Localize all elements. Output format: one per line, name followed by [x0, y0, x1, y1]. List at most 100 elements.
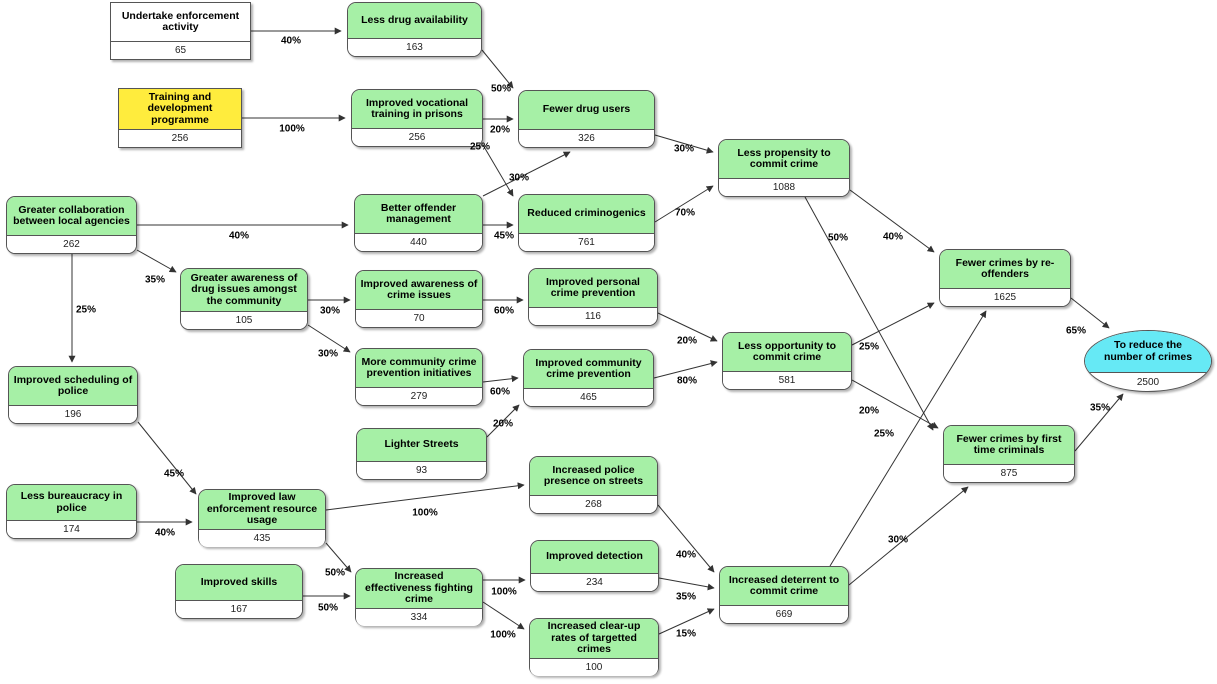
edge-label-n26-to-n13: 25%: [873, 428, 895, 440]
node-title: Improved personal crime prevention: [529, 269, 657, 307]
edge-label-n17-to-n22: 45%: [163, 468, 185, 480]
node-title: Training and development programme: [119, 89, 241, 129]
node-title: Improved scheduling of police: [9, 367, 137, 405]
node-value: 70: [356, 309, 482, 327]
node-title: Improved detection: [531, 541, 658, 573]
node-value: 875: [944, 464, 1074, 482]
edge-label-n23-to-n24: 50%: [317, 602, 339, 614]
node-value: 100: [530, 657, 658, 676]
node-title: Less propensity to commit crime: [719, 140, 849, 178]
node-value: 334: [356, 607, 482, 626]
edge-label-n06-to-n13: 40%: [882, 231, 904, 243]
edge-label-n01-to-n02: 40%: [280, 35, 302, 47]
node-title: Increased deterrent to commit crime: [720, 567, 848, 605]
node-value: 1088: [719, 178, 849, 196]
edge-n13-to-g1: [1070, 297, 1110, 329]
edge-label-n03-to-n04: 100%: [279, 123, 305, 135]
edge-label-n27-to-n26: 15%: [675, 628, 697, 640]
node-n27[interactable]: Increased clear-up rates of targetted cr…: [529, 618, 659, 676]
edge-label-n19-to-g1: 35%: [1089, 402, 1111, 414]
node-value: 174: [7, 520, 136, 538]
edge-label-n18-to-n16: 20%: [492, 418, 514, 430]
edge-n26-to-n19: [848, 486, 969, 586]
node-value: 163: [348, 38, 481, 56]
edge-n22-to-n20: [325, 482, 525, 511]
edge-label-n26-to-n19: 30%: [887, 534, 909, 546]
node-value: 581: [723, 371, 851, 389]
node-title: Increased police presence on streets: [530, 457, 657, 495]
node-title: Less opportunity to commit crime: [723, 333, 851, 371]
node-value: 65: [111, 41, 250, 59]
node-value: 196: [9, 405, 137, 423]
edge-label-n25-to-n26: 35%: [675, 591, 697, 603]
node-value: 167: [176, 600, 302, 618]
node-value: 1625: [940, 288, 1070, 306]
node-title: Reduced criminogenics: [519, 195, 654, 233]
edge-label-n22-to-n20: 100%: [412, 507, 438, 519]
node-value: 326: [519, 129, 654, 147]
edge-label-n07-to-n08: 40%: [228, 230, 250, 242]
node-value: 465: [524, 388, 653, 406]
node-title: Fewer crimes by re-offenders: [940, 250, 1070, 288]
edge-n06-to-n13: [849, 189, 935, 253]
edge-n02-to-n05: [481, 49, 514, 89]
edge-label-n08-to-n05: 30%: [508, 172, 530, 184]
node-title: Fewer crimes by first time criminals: [944, 426, 1074, 464]
node-title: Increased effectiveness fighting crime: [356, 569, 482, 608]
edge-label-n21-to-n22: 40%: [154, 527, 176, 539]
edge-label-n14-to-n19: 20%: [858, 405, 880, 417]
edge-label-n24-to-n25: 100%: [491, 586, 517, 598]
edge-n24-to-n27: [482, 601, 525, 630]
edge-label-n08-to-n09: 45%: [493, 230, 515, 242]
node-value: 761: [519, 233, 654, 251]
node-n15[interactable]: More community crime prevention initiati…: [355, 348, 483, 406]
node-title: Better offender management: [355, 195, 482, 233]
edge-label-n22-to-n24: 50%: [324, 567, 346, 579]
edge-label-n07-to-n10: 35%: [144, 274, 166, 286]
node-value: 256: [119, 129, 241, 147]
node-title: Undertake enforcement activity: [111, 3, 250, 41]
node-n10[interactable]: Greater awareness of drug issues amongst…: [180, 268, 308, 330]
node-title: Increased clear-up rates of targetted cr…: [530, 619, 658, 658]
node-title: Improved skills: [176, 565, 302, 600]
edge-label-n16-to-n14: 80%: [676, 375, 698, 387]
node-value: 440: [355, 233, 482, 251]
node-title: Improved community crime prevention: [524, 350, 653, 388]
node-n07[interactable]: Greater collaboration between local agen…: [6, 196, 137, 254]
edge-label-n10-to-n11: 30%: [319, 305, 341, 317]
goal-value: 2500: [1136, 376, 1160, 388]
node-value: 268: [530, 495, 657, 513]
edge-label-n04-to-n09: 25%: [469, 141, 491, 153]
node-title: Fewer drug users: [519, 91, 654, 129]
node-title: Less bureaucracy in police: [7, 485, 136, 520]
edge-n14-to-n19: [851, 379, 939, 429]
edge-label-n11-to-n12: 60%: [493, 305, 515, 317]
edge-n17-to-n22: [137, 421, 197, 495]
edge-label-n20-to-n26: 40%: [675, 549, 697, 561]
